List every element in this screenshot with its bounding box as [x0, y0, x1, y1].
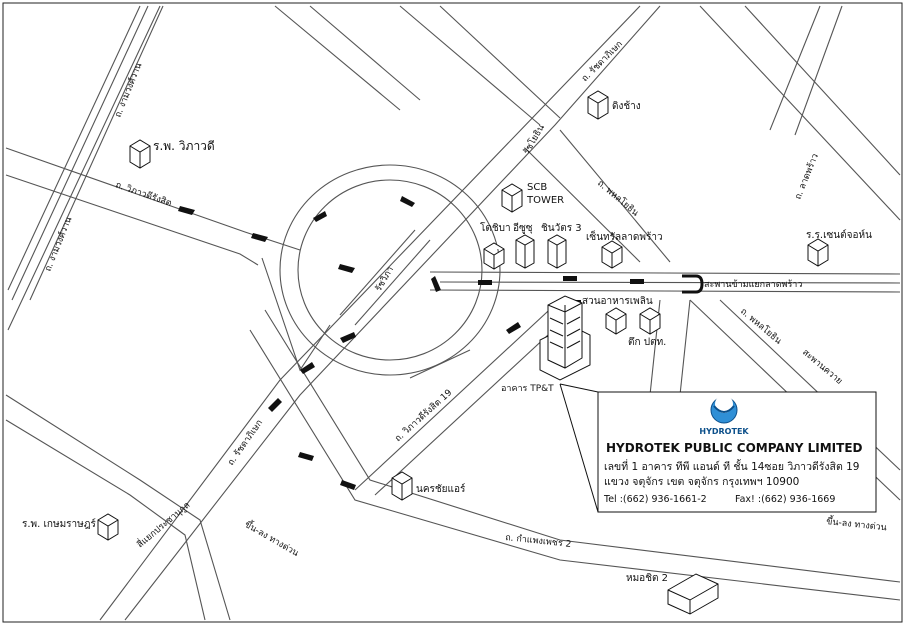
landmark-label: สวนอาหารเพลิน	[582, 296, 653, 307]
tpt-tower-icon	[539, 295, 591, 381]
landmark-label: ดิงช้าง	[612, 100, 641, 112]
company-info-box: HYDROTEK HYDROTEK PUBLIC COMPANY LIMITED…	[597, 391, 877, 513]
building-icon	[547, 234, 567, 269]
building-icon	[97, 513, 119, 541]
landmark-label: ร.พ. เกษมราษฎร์	[22, 518, 96, 530]
bus-terminal-icon	[667, 573, 719, 615]
building-icon	[605, 307, 627, 335]
company-logo: HYDROTEK	[697, 395, 751, 436]
landmark-label: โตชิบา	[480, 221, 511, 234]
road-label: ขึ้น-ลง ทางด่วน	[826, 514, 888, 533]
road-label: ถ. งามวงศ์วาน	[112, 61, 145, 119]
landmark-label: SCB	[527, 182, 547, 193]
road-label: ถ. วิภาวดีรังสิต 19	[393, 387, 455, 444]
landmark-label: อาคาร TP&T	[501, 384, 554, 394]
landmark-label: ร.พ. วิภาวดี	[153, 139, 215, 153]
company-fax: Fax! :(662) 936-1669	[735, 494, 835, 505]
landmark-label: นครชัยแอร์	[416, 483, 466, 495]
landmark-label: ร.ร.เซนต์จอห์น	[806, 229, 872, 241]
company-address-line-1: เลขที่ 1 อาคาร ทีพี แอนด์ ที ชั้น 14ซอย …	[604, 459, 859, 473]
road-label: ถ. ลาดพร้าว	[793, 152, 821, 201]
interchange-loop	[261, 164, 501, 379]
building-icon	[391, 471, 413, 501]
company-address-line-2: แขวง จตุจักร เขต จตุจักร กรุงเทพฯ 10900	[604, 476, 799, 488]
building-icon	[587, 90, 609, 120]
landmark-label: ตึก ปตท.	[628, 336, 666, 348]
company-name: HYDROTEK PUBLIC COMPANY LIMITED	[606, 441, 863, 455]
landmark-label: อีซูซุ	[513, 222, 533, 234]
road-label: สะพานควาย	[800, 348, 844, 387]
road-label: ขึ้น-ลง ทางด่วน	[243, 517, 302, 559]
road-label: ถ. พหลโยธิน	[738, 306, 784, 347]
landmark-label: เซ็นทรัลลาดพร้าว	[586, 229, 663, 243]
building-icon	[483, 242, 505, 270]
building-icon	[807, 238, 829, 267]
building-icon	[501, 183, 523, 213]
road-label: ถ. รัชดาภิเษก	[225, 418, 265, 468]
building-icon	[639, 307, 661, 335]
landmark-label: ชินวัตร 3	[541, 223, 582, 234]
company-tel: Tel :(662) 936-1661-2	[603, 494, 707, 505]
landmark-label: หมอชิต 2	[626, 573, 668, 584]
roads	[5, 5, 901, 621]
landmark-label: TOWER	[526, 195, 564, 206]
building-icon	[601, 240, 623, 269]
road-label: ถ. วิภาวดีรังสิต	[114, 179, 173, 209]
company-logo-text: HYDROTEK	[699, 427, 749, 436]
landmark-labels: ร.พ. วิภาวดี ดิงช้าง SCB TOWER โตชิบา อี…	[22, 100, 872, 584]
landmark-icons	[97, 90, 829, 615]
road-label: สี่แยกประชานุกูล	[134, 498, 193, 550]
building-icon	[515, 234, 535, 269]
road-label: สะพานข้ามแยกลาดพร้าว	[704, 279, 802, 290]
building-icon	[129, 139, 151, 169]
road-label: รัชโยธิน	[521, 123, 547, 157]
road-label: ถ. พหลโยธิน	[595, 178, 641, 219]
